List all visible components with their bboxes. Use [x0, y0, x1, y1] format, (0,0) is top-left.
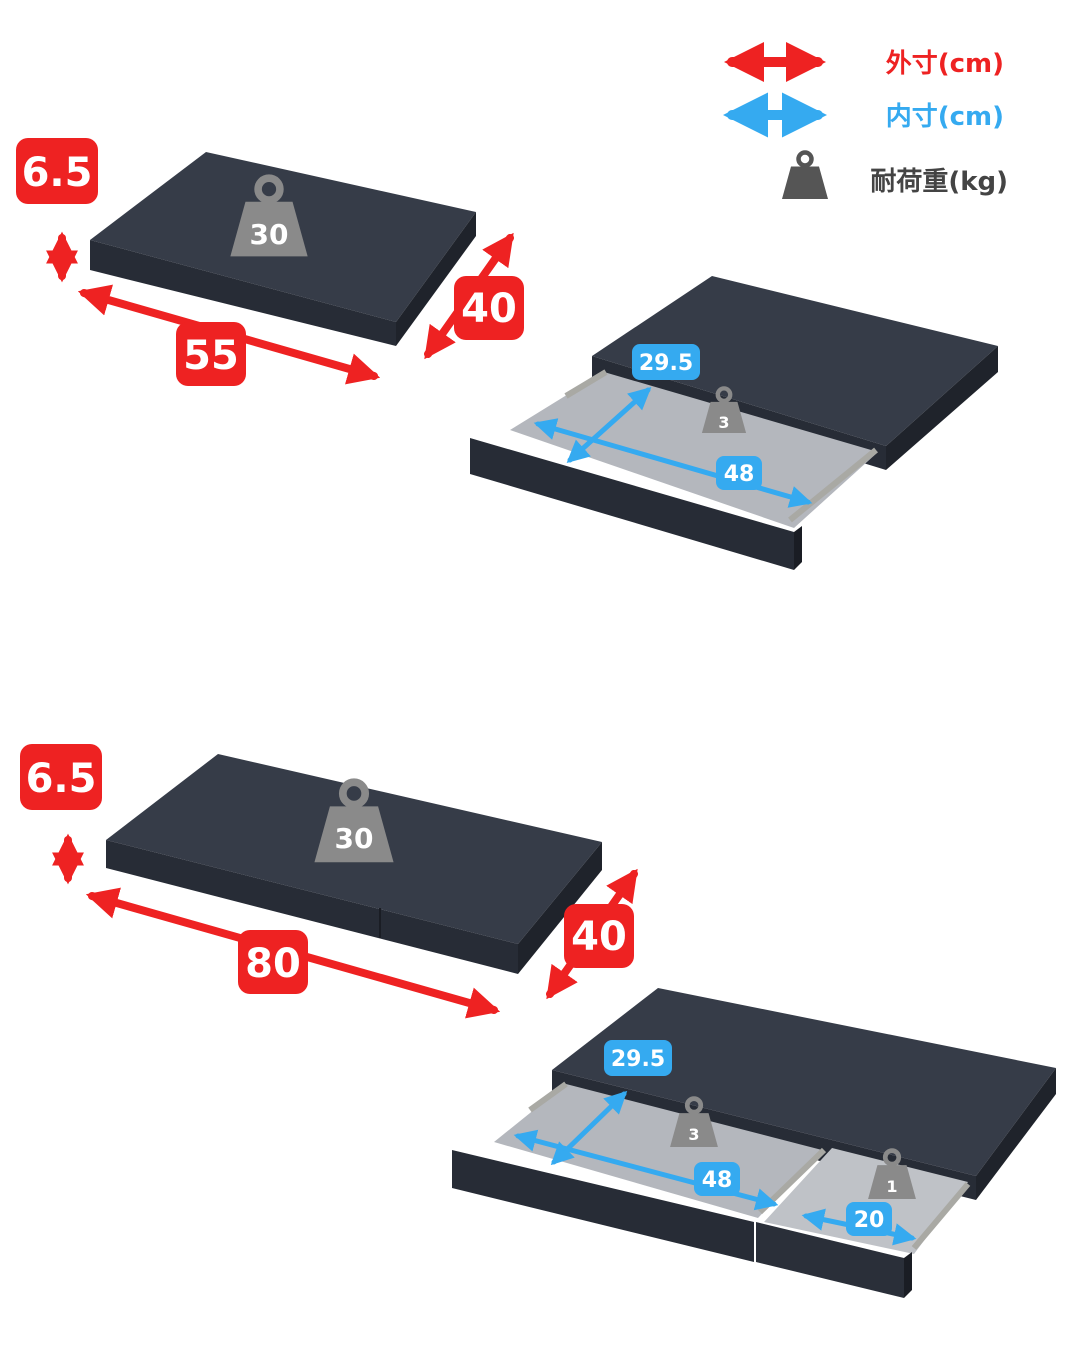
drawer-rail-right: [911, 1182, 971, 1250]
drawer-main-load-value: 3: [688, 1125, 699, 1144]
product-small-board: 30: [90, 152, 476, 346]
inner-depth-value: 29.5: [639, 351, 693, 376]
inner-depth-badge: [632, 344, 700, 380]
board-side: [976, 1068, 1056, 1200]
product-large-drawer-view: 3 1 29.5 48 20: [452, 988, 1056, 1298]
height-value: 6.5: [26, 756, 97, 802]
inner-width-value: 48: [724, 462, 755, 487]
inner-depth-badge: [604, 1040, 672, 1076]
drawer-rail-left: [528, 1081, 568, 1113]
small-inner-width-value: 20: [854, 1208, 885, 1233]
product-small-drawer-view: 3 29.5 48: [470, 276, 998, 570]
inner-width-badge: [694, 1162, 740, 1196]
depth-value: 40: [571, 914, 627, 960]
width-value: 55: [183, 333, 239, 379]
board-top: [552, 988, 1056, 1176]
legend-load-label: 耐荷重(kg): [870, 167, 1008, 197]
drawer-small-load-value: 1: [886, 1177, 897, 1196]
top-load-value: 30: [250, 218, 289, 251]
width-value: 80: [245, 941, 301, 987]
legend-outer-label: 外寸(cm): [886, 49, 1004, 79]
weight-icon: [782, 153, 828, 200]
inner-depth-value: 29.5: [611, 1047, 665, 1072]
legend-outer-row: 外寸(cm): [724, 42, 1004, 82]
height-badge: [20, 744, 102, 810]
small-inner-width-badge: [846, 1202, 892, 1236]
depth-badge: [564, 904, 634, 968]
inner-width-value: 48: [702, 1168, 733, 1193]
drawer-front-side: [904, 1252, 912, 1298]
depth-value: 40: [461, 286, 517, 332]
product-small-dimensions: 6.5 55 40: [16, 138, 524, 386]
depth-badge: [454, 276, 524, 340]
top-load-value: 30: [335, 822, 374, 855]
drawer-rail-right: [788, 447, 878, 523]
legend-inner-row: 内寸(cm): [723, 92, 1004, 138]
inner-width-badge: [716, 456, 762, 490]
width-badge: [176, 322, 246, 386]
drawer-front-side: [794, 526, 802, 570]
height-badge: [16, 138, 98, 204]
legend-load-row: 耐荷重(kg): [782, 153, 1008, 200]
board-side: [886, 346, 998, 470]
drawer-load-value: 3: [718, 413, 729, 432]
drawer-front-small: [756, 1222, 904, 1298]
inner-width-arrow: [533, 418, 813, 508]
height-value: 6.5: [22, 150, 93, 196]
product-large-board: 30: [106, 754, 602, 974]
product-large-dimensions: 6.5 80 40: [20, 744, 638, 1019]
width-badge: [238, 930, 308, 994]
legend: 外寸(cm) 内寸(cm) 耐荷重(kg): [723, 42, 1008, 200]
legend-inner-label: 内寸(cm): [886, 102, 1004, 132]
board-top: [592, 276, 998, 446]
